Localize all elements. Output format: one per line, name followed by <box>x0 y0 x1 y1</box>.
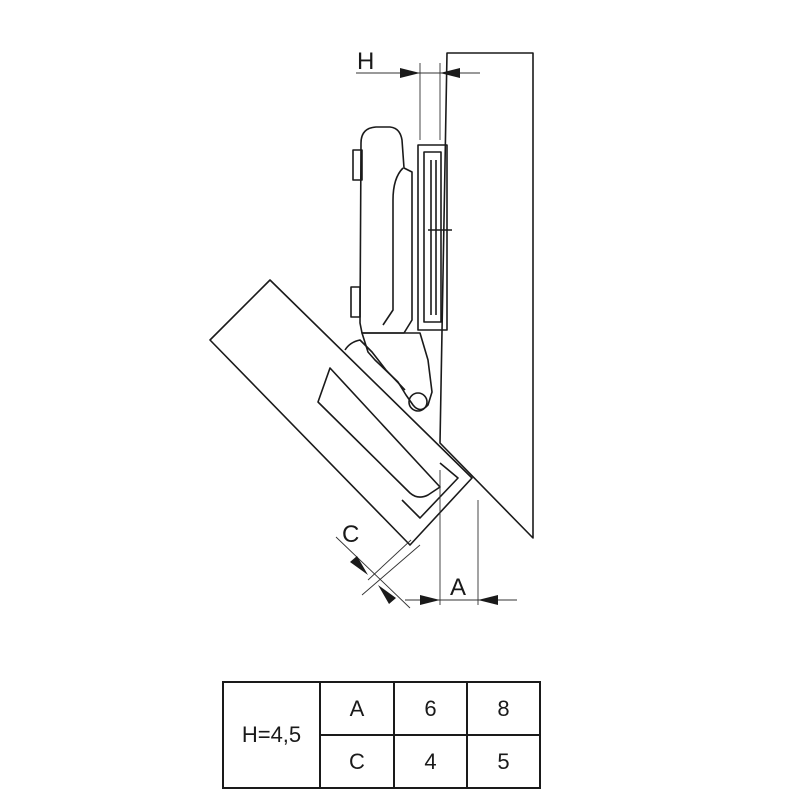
table-cell: 8 <box>466 681 541 736</box>
table-cell: 6 <box>393 681 468 736</box>
hinge-arm-inner-edge <box>382 167 404 326</box>
row-label-a: A <box>319 681 395 736</box>
hinge-arm <box>359 126 413 334</box>
cabinet-side-panel <box>439 52 534 539</box>
h-value-cell: H=4,5 <box>222 681 321 789</box>
table-cell: 4 <box>393 734 468 789</box>
dimension-label-h: H <box>357 48 374 75</box>
dimension-table: H=4,5 A 6 8 C 4 5 <box>222 681 541 789</box>
hinge-cup-flange <box>401 462 459 519</box>
door-panel <box>209 279 473 546</box>
table-row: H=4,5 A 6 8 <box>222 681 541 789</box>
dimension-label-c: C <box>342 521 359 548</box>
hinge-knuckle <box>361 332 433 411</box>
table-row: C 4 5 <box>223 734 541 789</box>
hinge-arm-tab-top <box>352 149 363 181</box>
hinge-pivot <box>408 392 428 412</box>
hinge-knuckle-curve <box>344 339 406 391</box>
row-label-c: C <box>319 734 395 789</box>
mounting-plate <box>417 144 452 331</box>
table-cell: 5 <box>466 734 541 789</box>
dimension-label-a: A <box>450 574 466 601</box>
hinge-cup-recess <box>317 367 441 498</box>
hinge-arm-tab-bottom <box>350 286 361 318</box>
